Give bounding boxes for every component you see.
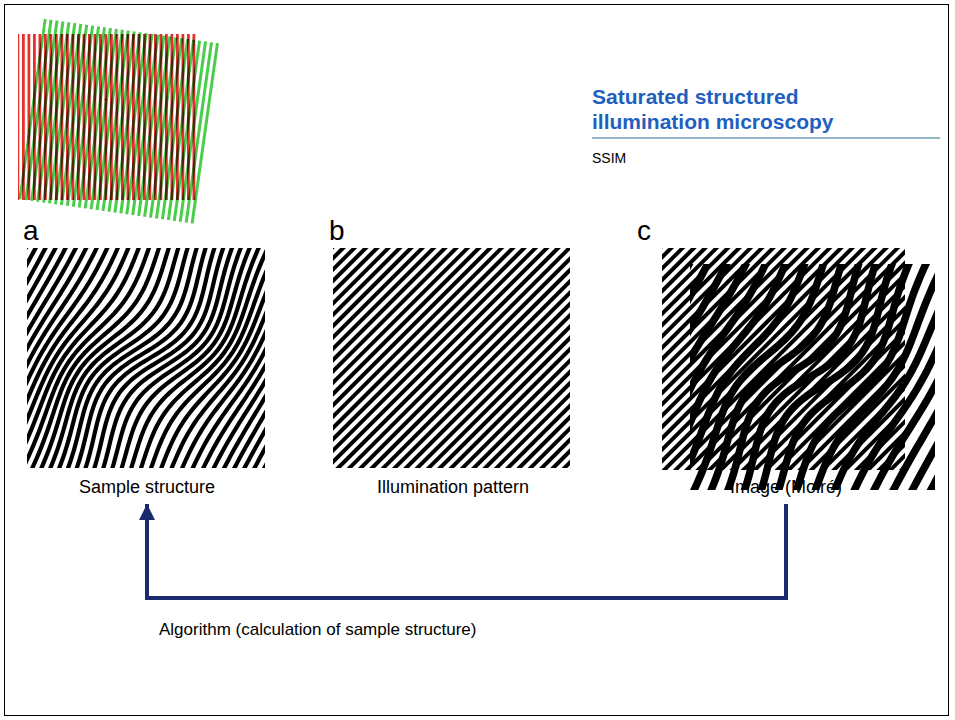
moire-image <box>278 0 955 720</box>
sample-stripe <box>857 264 935 490</box>
slide-title: Saturated structured illumination micros… <box>592 84 862 134</box>
grating-overlay-icon <box>18 19 220 224</box>
title-rule <box>592 137 940 138</box>
image-panel: cImage (Moiré) <box>636 216 936 498</box>
sample-stripe <box>900 279 935 490</box>
sample-stripe <box>222 251 265 468</box>
panel-letter: b <box>328 216 348 246</box>
sample-stripe <box>185 248 265 468</box>
sample-stripe <box>928 294 935 490</box>
algorithm-arrow <box>147 504 786 598</box>
sample-structure-image <box>27 248 265 468</box>
sample-stripe <box>155 248 265 468</box>
sample-stripe <box>252 267 265 468</box>
sample-stripe <box>207 248 265 468</box>
green-grating <box>18 19 220 224</box>
panel-caption: Sample structure <box>22 476 272 498</box>
sample-stripe <box>886 272 935 490</box>
sample-stripe <box>192 248 265 468</box>
sample-stripe <box>245 263 265 468</box>
illumination-pattern-image <box>333 248 570 468</box>
sample-stripe <box>147 248 265 468</box>
sample-stripe <box>260 271 265 468</box>
sample-stripe <box>815 264 935 490</box>
sample-stripe <box>237 259 265 468</box>
arrow-label: Algorithm (calculation of sample structu… <box>157 620 478 640</box>
panel-caption: Illumination pattern <box>328 476 578 498</box>
panel-letter: c <box>636 216 654 246</box>
sample-stripe <box>914 287 935 490</box>
sample-stripe <box>829 264 935 490</box>
sample-stripe <box>140 248 265 468</box>
sample-stripe <box>872 264 935 490</box>
sample-stripe <box>170 248 265 468</box>
sample-stripe <box>200 248 265 468</box>
sample-stripe <box>132 248 265 468</box>
moire-sample-overlay <box>690 264 935 490</box>
panel-letter: a <box>22 216 42 246</box>
panel-caption: Image (Moiré) <box>636 476 936 498</box>
sample-stripe <box>230 255 265 468</box>
image-panel: bIllumination pattern <box>328 216 578 498</box>
slide-border <box>5 5 949 716</box>
subtitle-label: SSIM <box>592 150 626 167</box>
sample-stripe <box>162 248 265 468</box>
sample-stripe <box>843 264 935 490</box>
sample-stripe <box>177 248 265 468</box>
sample-stripe <box>95 248 265 468</box>
image-panel: aSample structure <box>22 216 272 498</box>
sample-stripe <box>42 248 258 468</box>
sample-stripe <box>215 248 265 468</box>
